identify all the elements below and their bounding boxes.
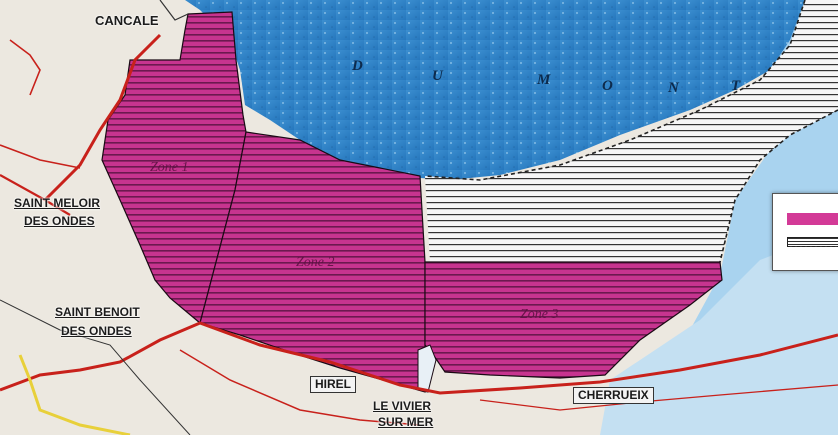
- zone-3-label: Zone 3: [520, 307, 559, 322]
- inland-road: [179, 349, 421, 426]
- town-hirel: HIREL: [310, 376, 356, 393]
- bay-letter-n: N: [668, 80, 679, 96]
- zone-2-label: Zone 2: [296, 255, 335, 270]
- town-saint-meloir-line2: DES ONDES: [24, 214, 95, 228]
- bay-deep-water: [185, 0, 805, 180]
- hatch-pattern-icon: [787, 237, 838, 247]
- zone-1-label: Zone 1: [150, 160, 189, 175]
- le-vivier-harbour: [417, 344, 437, 393]
- town-cherrueix: CHERRUEIX: [573, 387, 654, 404]
- road-west: [0, 174, 71, 216]
- town-saint-benoit-line1: SAINT BENOIT: [55, 305, 140, 319]
- coastal-road: [0, 321, 838, 395]
- bay-letter-m: M: [537, 72, 551, 88]
- yellow-road: [18, 354, 131, 435]
- outer-sea-shallow: [600, 230, 838, 435]
- town-le-vivier-line2: SUR MER: [378, 415, 434, 429]
- legend-icon: [772, 193, 838, 271]
- town-le-vivier-line1: LE VIVIER: [373, 399, 432, 413]
- town-cancale: CANCALE: [95, 13, 159, 28]
- zone-fill-swatch: [787, 213, 838, 225]
- town-saint-meloir-line1: SAINT MELOIR: [14, 196, 100, 210]
- bay-letter-u: U: [432, 68, 443, 84]
- bay-letter-o: O: [602, 78, 613, 94]
- intertidal-dashed-limit-east: [719, 109, 838, 263]
- cancale-coast: [159, 0, 189, 21]
- bay-letter-t: T: [731, 78, 741, 94]
- zone-1-area: [101, 11, 247, 325]
- intertidal-dashed-limit: [424, 0, 806, 181]
- road-minor-west: [0, 144, 81, 169]
- town-saint-benoit-line2: DES ONDES: [61, 324, 132, 338]
- bay-letter-d: D: [352, 58, 363, 74]
- railway-line: [0, 299, 191, 435]
- road-cancale: [43, 33, 162, 202]
- road-north-west: [9, 39, 41, 96]
- hatched-intertidal-area: [425, 0, 838, 262]
